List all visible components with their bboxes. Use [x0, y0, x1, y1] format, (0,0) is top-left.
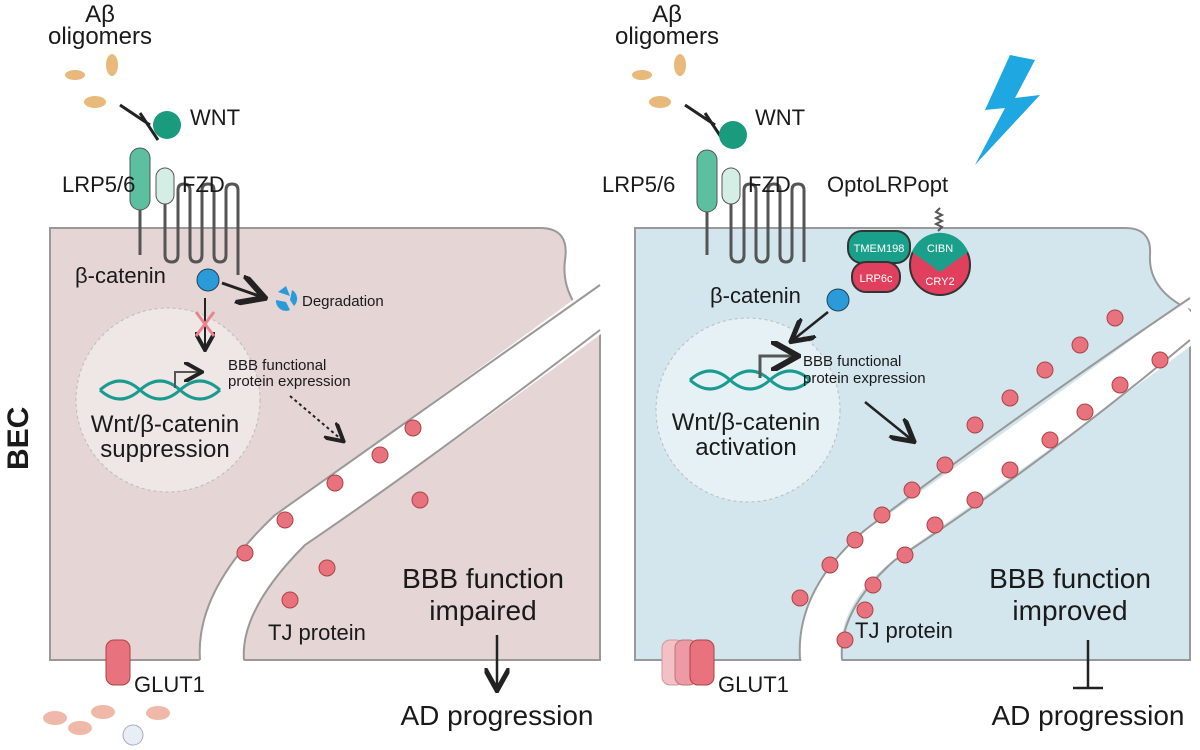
vessel-lumen	[199, 282, 624, 668]
lrp-label: LRP5/6	[62, 172, 135, 197]
glut1-label: GLUT1	[718, 672, 789, 697]
optolrp-complex: TMEM198 CIBN LRP6c CRY2	[847, 230, 971, 296]
inhibition-arrow	[684, 103, 725, 141]
wnt-label: WNT	[755, 105, 805, 130]
inhibition-line	[1073, 640, 1103, 690]
beta-catenin-label: β-catenin	[710, 283, 801, 308]
beta-catenin-icon	[826, 288, 850, 312]
glut1-transporter	[105, 639, 131, 686]
degradation-label: Degradation	[302, 293, 384, 310]
blocked-x-icon	[194, 311, 216, 337]
fzd-receptor-head	[155, 167, 175, 205]
ad-progression-label: AD progression	[401, 700, 594, 731]
fzd-label: FZD	[748, 172, 791, 197]
beta-catenin-icon	[196, 268, 220, 292]
cibn-label: CIBN	[927, 243, 953, 255]
degradation-icon	[275, 286, 298, 311]
inhibition-arrow	[119, 103, 160, 141]
wnt-ligand	[719, 121, 747, 149]
glut1-transporters	[661, 639, 715, 686]
blood-cells-icon	[43, 705, 170, 746]
vessel-lumen	[800, 301, 1200, 669]
tj-proteins	[236, 419, 429, 609]
fzd-receptor	[163, 182, 240, 275]
wnt-ligand	[153, 111, 181, 139]
bec-label: BEC	[2, 407, 35, 470]
nucleus	[75, 307, 261, 493]
tmem198-label: TMEM198	[854, 243, 905, 255]
fzd-receptor	[729, 182, 806, 264]
fzd-receptor-head	[721, 167, 741, 205]
abeta-oligomers-icon	[65, 54, 118, 108]
lrp6c-label: LRP6c	[859, 273, 893, 285]
dna-helix-icon	[688, 369, 812, 391]
cry2-label: CRY2	[925, 276, 954, 288]
abeta-oligomers-icon	[632, 54, 686, 108]
tj-label: TJ protein	[268, 620, 366, 645]
light-bolt-icon	[975, 55, 1040, 165]
opto-label: OptoLRPopt	[827, 172, 948, 197]
lrp-label: LRP5/6	[602, 172, 675, 197]
tj-proteins	[791, 309, 1169, 649]
fzd-label: FZD	[182, 172, 225, 197]
wnt-label: WNT	[190, 105, 240, 130]
ad-progression-label: AD progression	[992, 700, 1185, 731]
tj-label: TJ protein	[855, 618, 953, 643]
beta-catenin-label: β-catenin	[75, 263, 166, 288]
lrp-receptor	[696, 149, 718, 213]
glut1-label: GLUT1	[134, 672, 205, 697]
